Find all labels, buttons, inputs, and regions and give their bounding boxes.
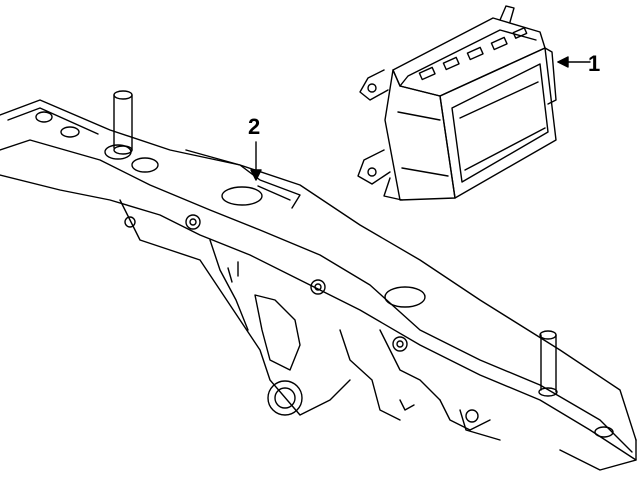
arrowhead-2 [250,169,262,181]
arrowhead-1 [557,56,569,68]
control-module [357,5,557,201]
callout-leaders [250,56,591,181]
callout-label-1: 1 [588,51,600,76]
crossmember [0,90,637,471]
callout-label-2: 2 [248,114,260,139]
